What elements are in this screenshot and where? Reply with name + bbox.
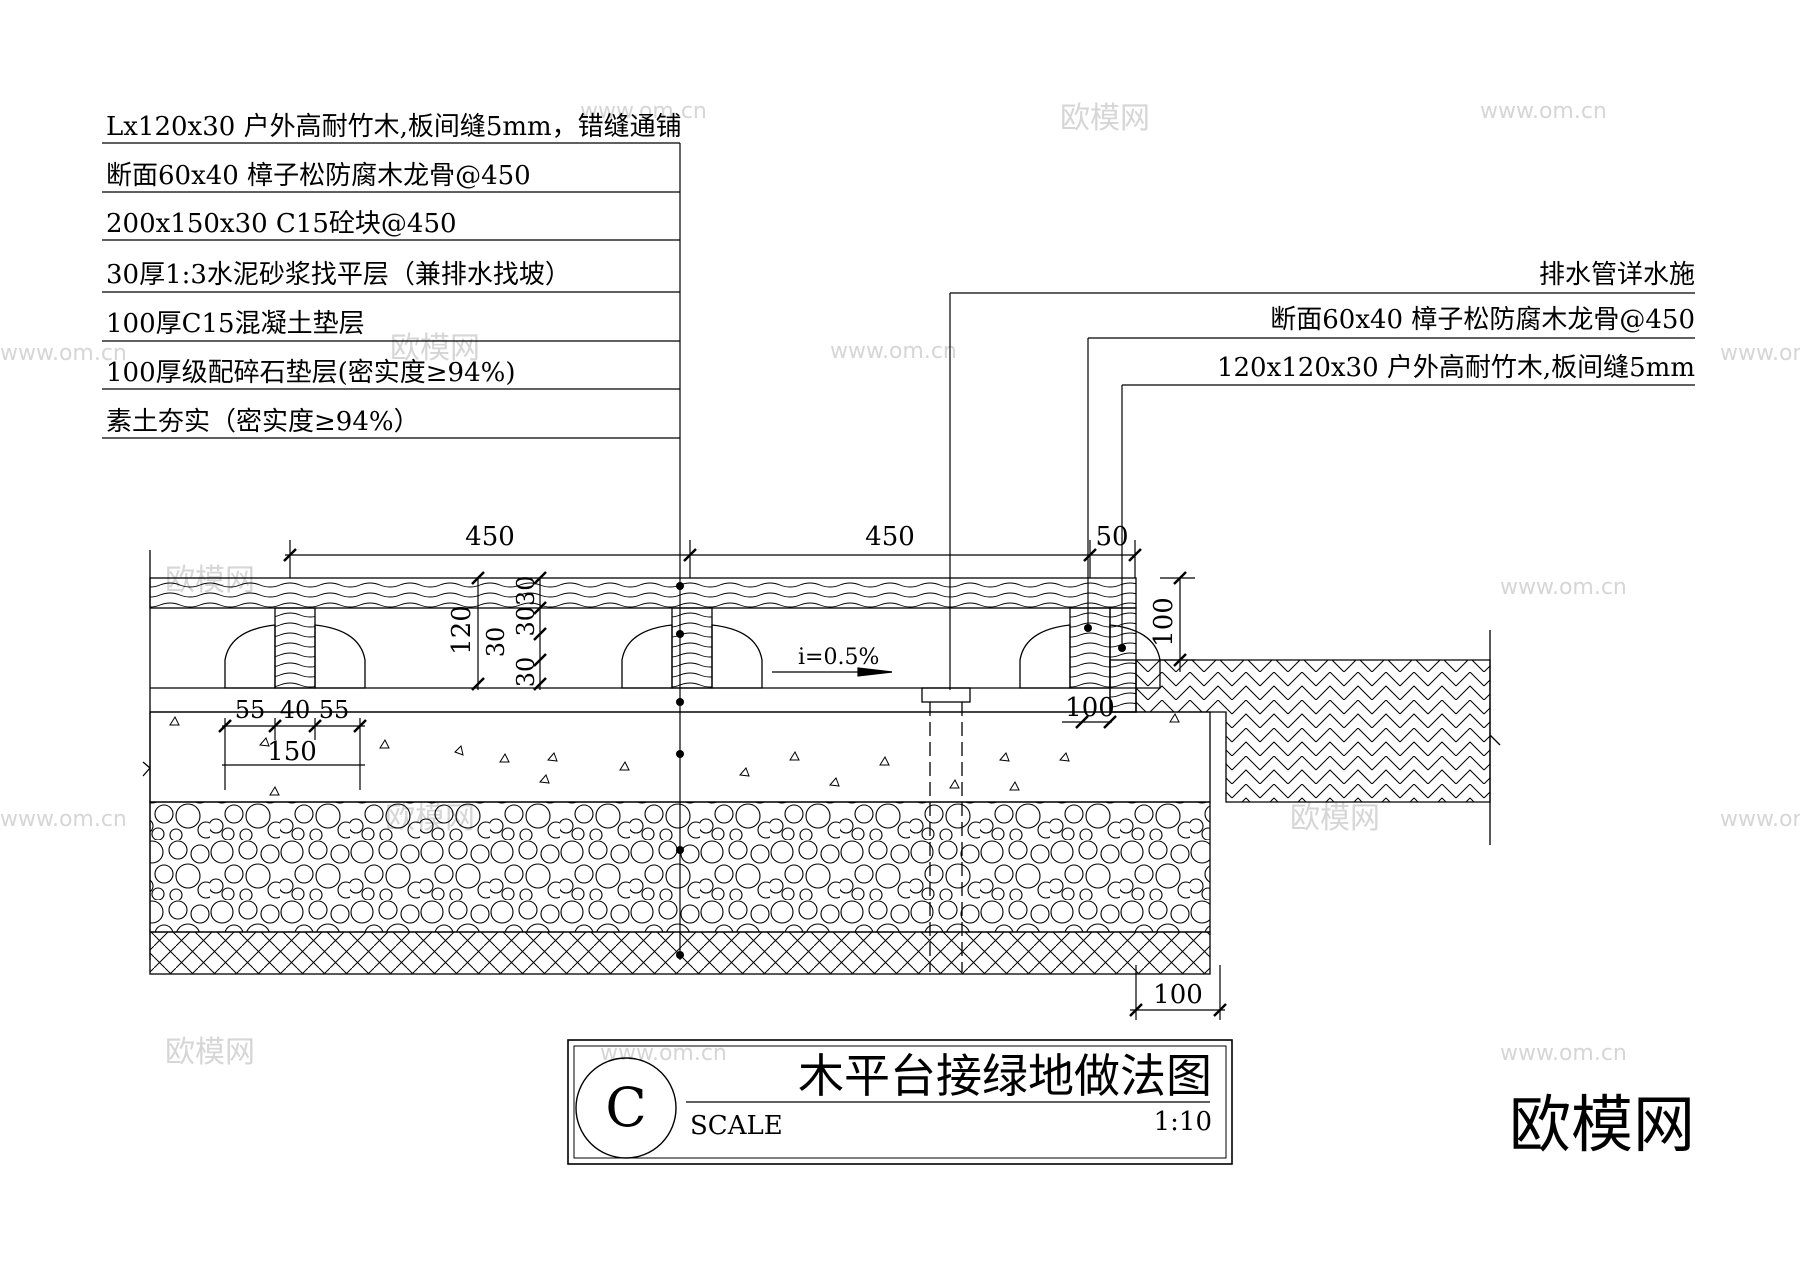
watermark: www.om.cn — [1720, 341, 1800, 366]
watermark: www.om.cn — [830, 339, 957, 364]
scale-value: 1:10 — [1154, 1107, 1212, 1137]
note-deck-board: Lx120x30 户外高耐竹木,板间缝5mm，错缝通铺 — [106, 112, 682, 142]
watermark: www.om.cn — [580, 99, 707, 124]
watermark: www.om.cn — [0, 341, 127, 366]
watermark: 欧模网 — [390, 331, 480, 366]
dim-block-40: 40 — [280, 696, 311, 724]
dimension-texts: 450 450 50 100 120 30 30 3030 55 40 55 1… — [235, 522, 1203, 1010]
watermark: www.om.cn — [1500, 1041, 1627, 1066]
dim-stack-30-a: 30 — [482, 627, 510, 658]
scale-label: SCALE — [690, 1111, 783, 1141]
note-concrete-base: 100厚C15混凝土垫层 — [106, 309, 365, 339]
note-concrete-block: 200x150x30 C15砼块@450 — [106, 209, 457, 239]
note-drain-pipe: 排水管详水施 — [1539, 260, 1695, 290]
dim-edge-100-bottom: 100 — [1153, 980, 1203, 1010]
dim-edge-50: 50 — [1095, 522, 1128, 552]
note-joist-right: 断面60x40 樟子松防腐木龙骨@450 — [1270, 305, 1695, 335]
dim-block-55-a: 55 — [235, 696, 266, 724]
watermark: www.om.cn — [600, 1041, 727, 1066]
title-block — [567, 1039, 1233, 1165]
watermark: www.om.cn — [1480, 99, 1607, 124]
dim-span-2: 450 — [865, 522, 915, 552]
dimension-lines — [218, 540, 1227, 1020]
note-mortar-layer: 30厚1:3水泥砂浆找平层（兼排水找坡） — [106, 260, 571, 290]
dim-stack-30-b: 30 — [512, 657, 540, 688]
left-note-texts: Lx120x30 户外高耐竹木,板间缝5mm，错缝通铺 断面60x40 樟子松防… — [106, 112, 682, 437]
note-compacted-soil: 素土夯实（密实度≥94%） — [106, 407, 420, 437]
left-notes — [102, 142, 681, 960]
right-notes — [949, 292, 1695, 690]
dim-span-1: 450 — [465, 522, 515, 552]
right-note-texts: 排水管详水施 断面60x40 樟子松防腐木龙骨@450 120x120x30 户… — [1217, 260, 1695, 383]
drawing-title: 木平台接绿地做法图 — [798, 1049, 1212, 1103]
dim-block-150: 150 — [267, 737, 317, 767]
dim-stack-3030: 3030 — [512, 575, 540, 636]
section-symbol: C — [605, 1076, 646, 1139]
section-layers — [142, 550, 1501, 975]
dim-edge-100-mid: 100 — [1065, 693, 1115, 723]
watermark: 欧模网 — [165, 1035, 255, 1070]
dim-block-55-b: 55 — [319, 696, 350, 724]
watermark: 欧模网 — [1290, 801, 1380, 836]
dim-height-120: 120 — [447, 605, 477, 655]
slope-label: i=0.5% — [798, 645, 879, 670]
note-joist: 断面60x40 樟子松防腐木龙骨@450 — [106, 161, 531, 191]
note-edge-board: 120x120x30 户外高耐竹木,板间缝5mm — [1217, 353, 1695, 383]
dim-height-100: 100 — [1149, 597, 1179, 647]
note-gravel-base: 100厚级配碎石垫层(密实度≥94%) — [106, 358, 516, 388]
watermark: www.om.cn — [0, 807, 127, 832]
brand-logo-text: 欧模网 — [1509, 1088, 1695, 1161]
watermark: 欧模网 — [1060, 101, 1150, 136]
watermark: www.om.cn — [1720, 807, 1800, 832]
aggregate-marks — [169, 712, 1180, 796]
watermark: www.om.cn — [1500, 575, 1627, 600]
